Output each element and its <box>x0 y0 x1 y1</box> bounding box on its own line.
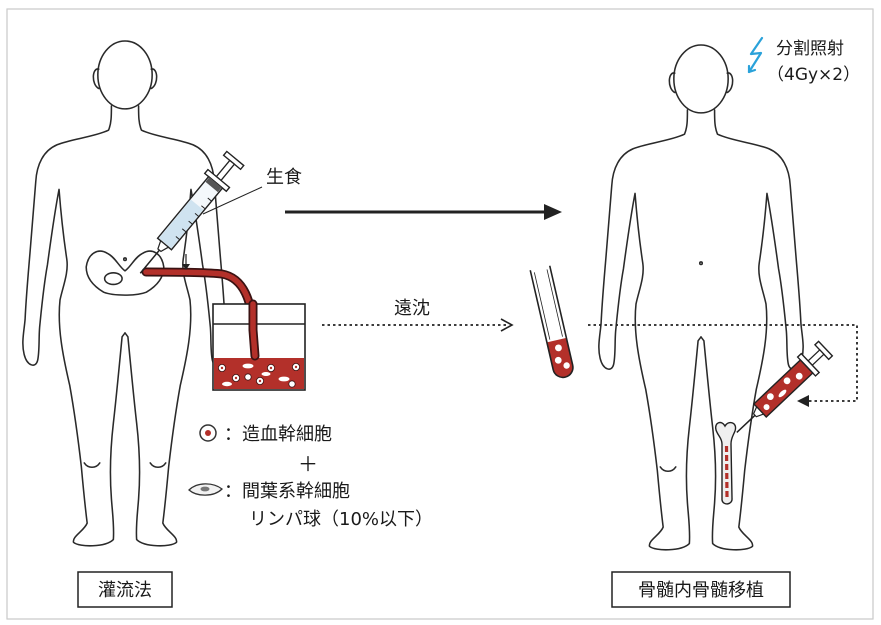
hematopoietic-stem-cell-icon <box>200 425 216 441</box>
mesenchymal-stem-cell-icon <box>189 484 222 495</box>
navel <box>124 258 127 261</box>
container-cell-nucleus <box>270 367 272 369</box>
saline-label: 生食 <box>266 167 302 188</box>
irradiation-label: 分割照射 <box>776 39 844 59</box>
container-cell <box>243 364 254 369</box>
intra-bone-marrow-method-label: 骨髄内骨髄移植 <box>638 580 764 601</box>
body-outline-left-half <box>23 106 125 546</box>
container-cell <box>289 381 295 387</box>
container-cell-nucleus <box>221 367 223 369</box>
legend-hsc-label: ：造血幹細胞 <box>224 424 332 445</box>
body-outline-right-half <box>701 110 803 550</box>
lightning-bolt <box>749 38 762 72</box>
head <box>674 45 728 113</box>
knee-mark <box>84 463 100 467</box>
centrifuge-tube <box>530 266 575 380</box>
pelvis-opening <box>105 273 122 285</box>
container-cell-nucleus <box>295 366 297 368</box>
marrow-syringe <box>728 339 835 442</box>
legend-lymphocyte-label: リンパ球（10%以下） <box>249 509 433 530</box>
tube-inner-wall <box>534 272 550 339</box>
centrifugation-arrow-head <box>501 319 512 331</box>
centrifugation-label: 遠沈 <box>394 298 430 319</box>
perfusion-method-label: 灌流法 <box>98 580 152 601</box>
syringe-plunger-rod <box>216 160 234 180</box>
legend-msc-label: ：間葉系幹細胞 <box>224 481 350 502</box>
lightning-icon <box>749 38 762 72</box>
container-cell <box>262 372 271 376</box>
container-cell-nucleus <box>235 377 237 379</box>
hsc-cell-nucleus <box>205 430 211 436</box>
container-cell-nucleus <box>259 380 261 382</box>
tibia-bone <box>716 423 736 504</box>
legend-plus: ＋ <box>298 452 318 476</box>
knee-mark <box>150 463 166 467</box>
collection-container <box>213 304 305 390</box>
head <box>98 41 152 109</box>
main-flow-arrow-head <box>544 204 562 220</box>
container-cell <box>222 382 232 386</box>
syringe-barrel <box>754 360 813 417</box>
body-outline-left-half <box>599 110 701 550</box>
msc-cell-nucleus <box>201 487 210 492</box>
transplant-route-arrow-head <box>797 395 809 407</box>
container-cell <box>245 374 251 380</box>
navel <box>700 262 703 265</box>
transplant-route-line <box>588 325 857 401</box>
right-patient-figure <box>599 45 803 550</box>
knee-mark <box>660 467 676 471</box>
saline-syringe <box>130 150 247 283</box>
left-patient-figure <box>23 41 227 546</box>
tube-blood-inner <box>253 304 255 356</box>
tube-inner-wall <box>547 269 563 336</box>
irradiation-dose-label: （4Gy×2） <box>767 65 860 85</box>
container-cell <box>279 377 290 382</box>
syringe-needle <box>737 415 755 432</box>
